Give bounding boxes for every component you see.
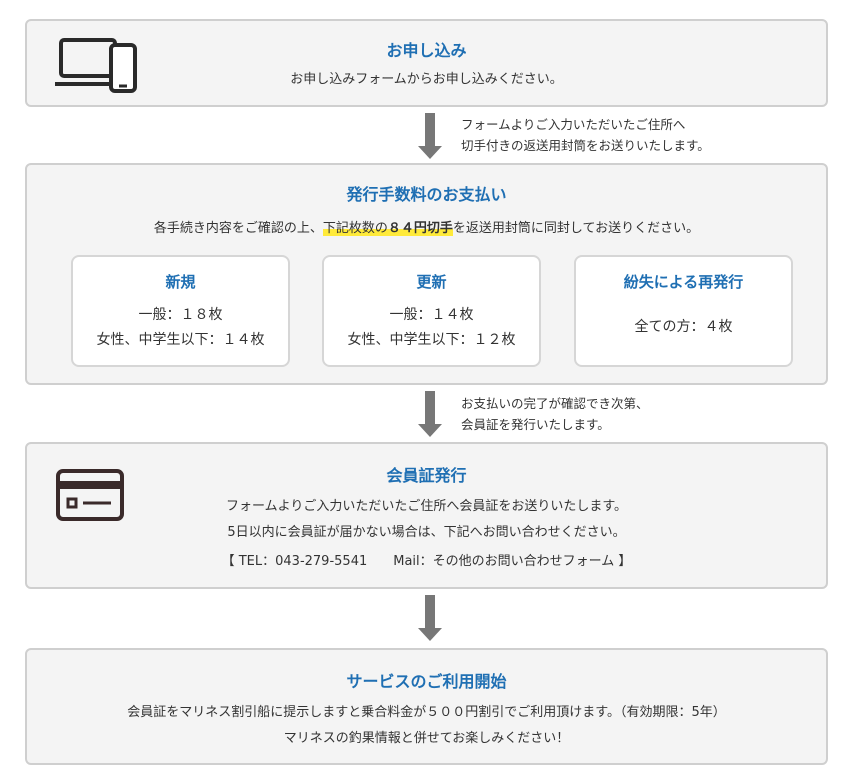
arrow-note-line: お支払いの完了が確認でき次第、	[461, 396, 649, 411]
arrow-note-line: 切手付きの返送用封筒をお送りいたします。	[461, 138, 710, 153]
highlight-bold: ８４円切手	[387, 221, 453, 236]
fee-card-line: 全ての方：４枚	[634, 319, 733, 335]
fee-card-title: 紛失による再発行	[623, 273, 744, 291]
arrow-down-icon	[418, 391, 442, 437]
laptop-phone-icon	[55, 37, 137, 95]
arrow-note-line: フォームよりご入力いただいたご住所へ	[461, 117, 686, 132]
contact-info[interactable]: 【 TEL：043-279-5541 Mail：その他のお問い合わせフォーム 】	[221, 554, 632, 569]
payment-text-after: を返送用封筒に同封してお送りください。	[452, 221, 700, 236]
payment-text-before: 各手続き内容をご確認の上、	[153, 221, 323, 236]
step-apply-title: お申し込み	[386, 41, 467, 60]
fee-card-reissue: 紛失による再発行 全ての方：４枚	[574, 255, 793, 367]
highlight-plain: 下記枚数の	[322, 221, 388, 236]
step-apply: お申し込み お申し込みフォームからお申し込みください。	[25, 19, 828, 107]
step-start: サービスのご利用開始 会員証をマリネス割引船に提示しますと乗合料金が５００円割引…	[25, 648, 828, 765]
step-apply-text: お申し込みフォームからお申し込みください。	[290, 72, 563, 87]
arrow-down-icon	[418, 595, 442, 641]
step-issue: 会員証発行 フォームよりご入力いただいたご住所へ会員証をお送りいたします。 5日…	[25, 442, 828, 589]
step-start-line1: 会員証をマリネス割引船に提示しますと乗合料金が５００円割引でご利用頂けます。（有…	[127, 705, 726, 720]
fee-card-renew: 更新 一般：１４枚 女性、中学生以下：１２枚	[322, 255, 541, 367]
arrow-note-2: お支払いの完了が確認でき次第、 会員証を発行いたします。	[461, 393, 649, 435]
fee-card-line: 女性、中学生以下：１４枚	[96, 332, 265, 348]
fee-card-line: 女性、中学生以下：１２枚	[347, 332, 516, 348]
membership-card-icon	[55, 468, 127, 522]
step-start-title: サービスのご利用開始	[346, 672, 507, 691]
step-issue-title: 会員証発行	[386, 466, 467, 485]
fee-card-line: 一般：１４枚	[389, 307, 474, 323]
fee-card-line: 一般：１８枚	[138, 307, 223, 323]
fee-card-title: 更新	[416, 273, 447, 291]
step-start-line2: マリネスの釣果情報と併せてお楽しみください！	[283, 731, 570, 746]
step-issue-line1: フォームよりご入力いただいたご住所へ会員証をお送りいたします。	[225, 499, 628, 514]
fee-card-new: 新規 一般：１８枚 女性、中学生以下：１４枚	[71, 255, 290, 367]
arrow-note-1: フォームよりご入力いただいたご住所へ 切手付きの返送用封筒をお送りいたします。	[461, 114, 710, 156]
step-payment-title: 発行手数料のお支払い	[346, 185, 507, 204]
fee-card-title: 新規	[165, 273, 196, 291]
arrow-down-icon	[418, 113, 442, 159]
arrow-note-line: 会員証を発行いたします。	[461, 417, 610, 432]
step-payment: 発行手数料のお支払い 各手続き内容をご確認の上、下記枚数の８４円切手を返送用封筒…	[25, 163, 828, 385]
payment-text-highlight: 下記枚数の８４円切手	[322, 221, 453, 236]
step-payment-text: 各手続き内容をご確認の上、下記枚数の８４円切手を返送用封筒に同封してお送りくださ…	[27, 216, 826, 242]
step-issue-line2: 5日以内に会員証が届かない場合は、下記へお問い合わせください。	[227, 525, 626, 540]
